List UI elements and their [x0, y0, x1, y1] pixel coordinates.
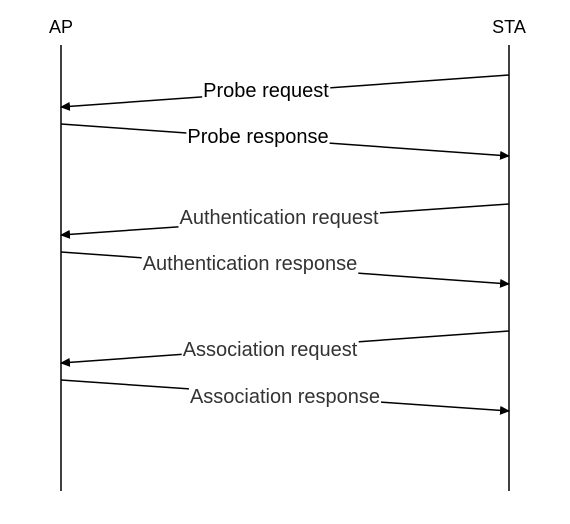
message-label: Authentication response — [143, 253, 358, 275]
message-label: Authentication request — [179, 207, 378, 229]
message-label: Probe response — [187, 126, 328, 148]
message-label-background — [186, 127, 330, 147]
message-label-background — [188, 387, 382, 407]
message-label: Association request — [183, 339, 358, 361]
message-label-background — [178, 208, 380, 228]
message-label: Association response — [190, 386, 380, 408]
participant-sta-label: STA — [492, 17, 526, 37]
message-label-background — [141, 254, 359, 274]
participant-ap-label: AP — [49, 17, 73, 37]
message-label-background — [181, 340, 359, 360]
message-label: Probe request — [203, 80, 329, 102]
message-label-background — [202, 81, 331, 101]
